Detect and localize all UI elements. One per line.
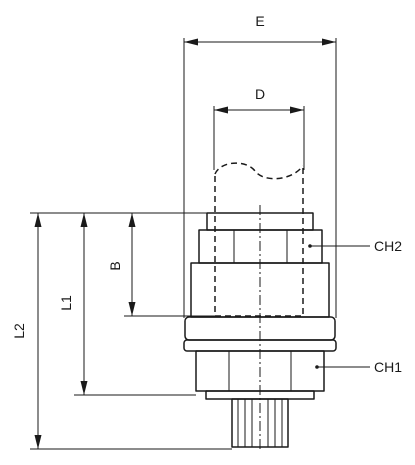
arrowhead-d-right [290,106,304,114]
tube-break-line [214,162,304,180]
callout-ch2: CH2 [308,238,402,254]
arrowhead-d-left [214,106,228,114]
arrowhead-e-right [322,38,336,46]
arrowhead-b-bottom [128,302,136,316]
dimension-label-l2: L2 [11,323,27,339]
dimension-label-l1: L1 [58,295,74,311]
dimension-d: D [213,86,305,170]
dimension-label-d: D [255,86,265,102]
dimension-b: B [107,212,215,317]
arrowhead-l2-top [34,213,42,227]
arrowhead-b-top [128,213,136,227]
callout-label-ch1: CH1 [374,359,402,375]
dimension-label-b: B [107,261,123,270]
dimension-l2: L2 [11,212,232,450]
dimension-l1: L1 [58,212,196,396]
arrowhead-l1-bottom [80,381,88,395]
arrowhead-l2-bottom [34,435,42,449]
callout-label-ch2: CH2 [374,238,402,254]
dimension-e: E [183,13,337,318]
inserted-tube-hidden [214,162,304,317]
arrowhead-e-left [184,38,198,46]
arrowhead-l1-top [80,213,88,227]
dimension-label-e: E [255,13,264,29]
callout-ch1: CH1 [315,359,402,375]
